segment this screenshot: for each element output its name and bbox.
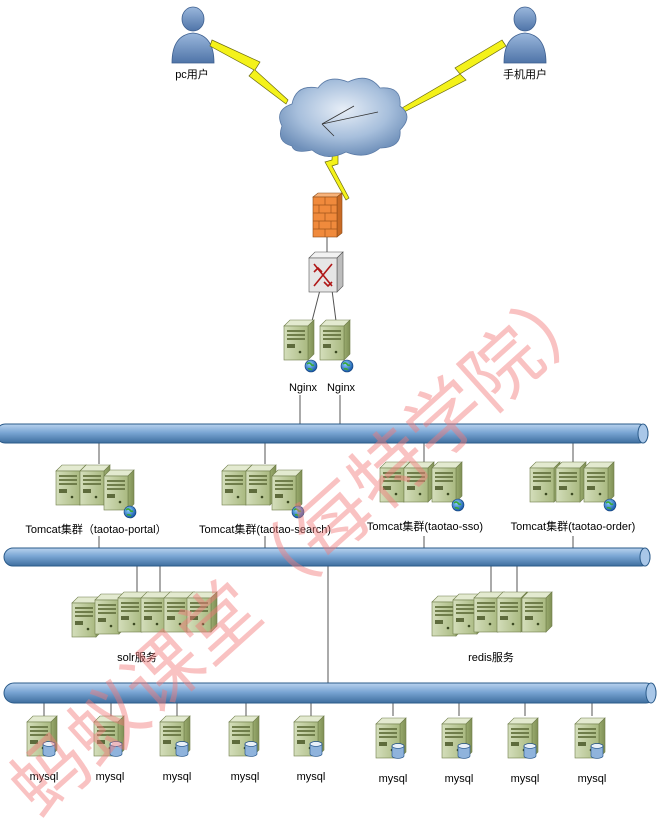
tomcat-cluster-portal bbox=[55, 464, 137, 519]
tomcat-sso-label: Tomcat集群(taotao-sso) bbox=[367, 519, 483, 533]
mysql-label: mysql bbox=[231, 771, 260, 783]
pc-user-label: pc用户 bbox=[175, 67, 209, 81]
network-bus-1 bbox=[0, 423, 649, 444]
firewall-icon bbox=[312, 192, 343, 238]
redis-server-group bbox=[431, 591, 553, 637]
nginx-label-1: Nginx bbox=[289, 382, 318, 394]
mysql-label: mysql bbox=[379, 773, 408, 785]
mysql-label: mysql bbox=[163, 771, 192, 783]
mysql-label: mysql bbox=[578, 773, 607, 785]
cloud-icon bbox=[279, 77, 408, 157]
switch-icon bbox=[308, 251, 344, 293]
network-bus-2 bbox=[3, 547, 651, 567]
tomcat-search-label: Tomcat集群(taotao-search) bbox=[199, 522, 331, 536]
tomcat-order-label: Tomcat集群(taotao-order) bbox=[511, 519, 636, 533]
pc-user-icon bbox=[171, 6, 215, 64]
nginx-label-2: Nginx bbox=[327, 382, 356, 394]
mysql-label: mysql bbox=[511, 773, 540, 785]
nginx-server-icon bbox=[283, 319, 354, 373]
redis-label: redis服务 bbox=[468, 651, 514, 664]
tomcat-portal-label: Tomcat集群（taotao-portal） bbox=[25, 522, 166, 536]
mobile-user-label: 手机用户 bbox=[503, 67, 547, 81]
mysql-label: mysql bbox=[30, 771, 59, 783]
solr-label: solr服务 bbox=[117, 651, 157, 664]
network-bus-3 bbox=[3, 682, 657, 704]
tomcat-cluster-order bbox=[529, 461, 617, 512]
mysql-label: mysql bbox=[297, 771, 326, 783]
mobile-user-icon bbox=[503, 6, 547, 64]
mysql-label: mysql bbox=[96, 771, 125, 783]
mysql-label: mysql bbox=[445, 773, 474, 785]
